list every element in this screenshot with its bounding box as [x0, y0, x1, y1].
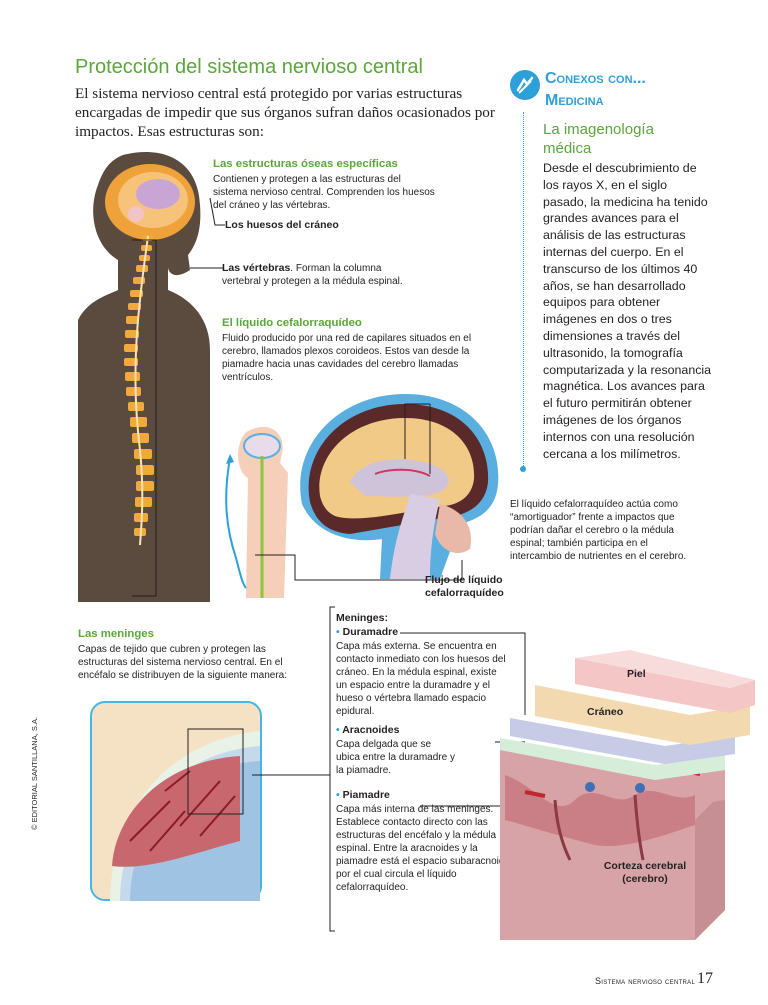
csf-heading: El líquido cefalorraquídeo — [222, 317, 362, 329]
vertebrae-block: Las vértebras. Forman la columna vertebr… — [222, 262, 412, 288]
skull-bones-label: Los huesos del cráneo — [225, 219, 339, 231]
skin-label: Piel — [627, 668, 646, 680]
cortex-label-line2: (cerebro) — [622, 873, 668, 885]
meninges-heading: Las meninges — [78, 628, 154, 640]
meninges-list-title: Meninges: — [336, 612, 388, 624]
csf-flow-label-line2: cefalorraquídeo — [425, 587, 504, 599]
cortex-label-line1: Corteza cerebral — [603, 860, 687, 872]
meninges-list: Meninges: • Duramadre Capa más externa. … — [336, 612, 526, 894]
bones-text: Contienen y protegen a las estructuras d… — [213, 174, 435, 211]
page-number: 17 — [697, 970, 713, 987]
cortex-label: Corteza cerebral (cerebro) — [590, 860, 700, 886]
piamadre-title: • Piamadre — [336, 789, 390, 801]
csf-flow-label: Flujo de líquido cefalorraquídeo — [425, 574, 515, 600]
piamadre-text: Capa más interna de las meninges. Establ… — [336, 804, 519, 893]
aracnoides-title: • Aracnoides — [336, 724, 400, 736]
meninges-brain-detail-illustration — [90, 701, 262, 901]
human-silhouette-illustration — [78, 152, 210, 602]
duramadre-text: Capa más externa. Se encuentra en contac… — [336, 641, 506, 717]
copyright: © EDITORIAL SANTILLANA, S.A. — [30, 716, 39, 830]
bones-connector-lines — [190, 197, 225, 269]
sidebar-subtitle: La imagenología médica — [543, 121, 654, 157]
vertebrae-label: Las vértebras — [222, 262, 291, 274]
connections-icon — [510, 70, 540, 100]
meninges-text: Capas de tejido que cubren y protegen la… — [78, 644, 288, 681]
csf-flow-connector — [255, 554, 463, 581]
footer-section: Sistema nervioso central — [595, 976, 696, 986]
aracnoides-text: Capa delgada que se ubica entre la duram… — [336, 739, 455, 776]
skull-layer-label: Cráneo — [587, 706, 624, 718]
sidebar-dotted-line — [523, 112, 524, 470]
page-title: Protección del sistema nervioso central — [75, 56, 423, 78]
vertebrae-text: . Forman la columna vertebral y protegen… — [222, 263, 403, 287]
sidebar-heading: Conexos con... Medicina — [545, 68, 646, 112]
bones-heading: Las estructuras óseas específicas — [213, 158, 398, 170]
spine-bracket — [132, 239, 157, 597]
sidebar-heading-line2: Medicina — [545, 92, 604, 109]
csf-text: Fluido producido por una red de capilare… — [222, 333, 472, 383]
sidebar-dot — [520, 466, 526, 472]
sidebar-body: Desde el descubrimiento de los rayos X, … — [543, 161, 712, 461]
duramadre-title: • Duramadre — [336, 626, 399, 638]
brain-sagittal-illustration — [300, 394, 499, 579]
tissue-layers-block-illustration — [500, 650, 755, 940]
meninges-bracket — [252, 606, 335, 932]
sidebar-heading-line1: Conexos con... — [545, 70, 646, 87]
csf-flow-label-line1: Flujo de líquido — [425, 574, 503, 586]
intro-paragraph: El sistema nervioso central está protegi… — [75, 85, 495, 140]
csf-note: El líquido cefalorraquídeo actúa como “a… — [510, 499, 687, 562]
